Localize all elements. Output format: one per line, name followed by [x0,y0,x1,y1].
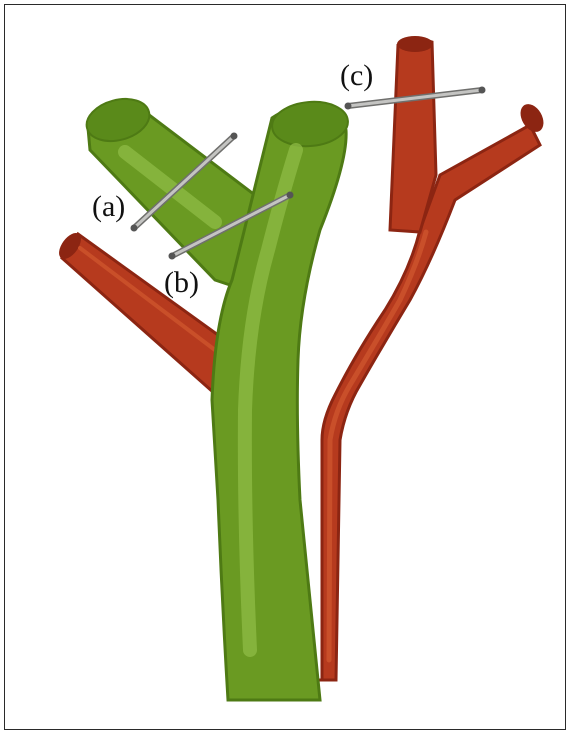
red-vessel-top-end [397,36,433,52]
label-c: (c) [340,59,373,92]
label-b: (b) [164,266,199,299]
label-a: (a) [92,190,125,223]
green-vessel [82,92,350,700]
red-vessel-upper-branch [390,40,436,232]
